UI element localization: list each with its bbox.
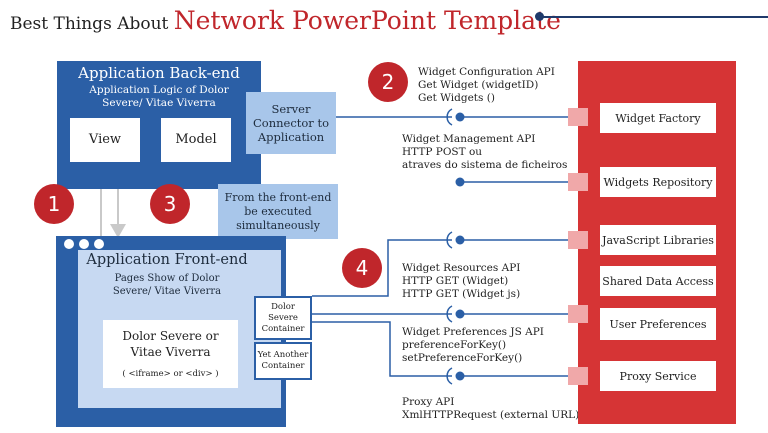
server-connector-box: Server Connector to Application (246, 92, 336, 154)
container-yet-another: Yet Another Container (254, 342, 312, 380)
port-widgets-repository (568, 173, 588, 191)
window-dot (64, 239, 74, 249)
title-main: Network PowerPoint Template (173, 6, 561, 35)
view-box: View (70, 118, 140, 162)
port-javascript-libraries (568, 231, 588, 249)
badge-2: 2 (368, 62, 408, 102)
ball-config (455, 112, 465, 122)
container-line: Container (261, 361, 305, 371)
api-title: Proxy API (402, 396, 455, 408)
link-proxy (312, 321, 452, 377)
dolor-line: Dolor Severe or (122, 329, 219, 343)
api-line: setPreferenceForKey() (402, 352, 523, 364)
api-management: Widget Management API HTTP POST ou atrav… (402, 133, 567, 172)
port-proxy-service (568, 367, 588, 385)
window-dot (94, 239, 104, 249)
api-line: HTTP POST ou (402, 146, 483, 158)
note-line: From the front-end (224, 190, 332, 204)
api-line: preferenceForKey() (402, 339, 507, 351)
container-line: Yet Another (257, 350, 309, 360)
service-javascript-libraries: JavaScript Libraries (600, 225, 716, 255)
api-line: Get Widgets () (418, 92, 495, 104)
server-line: Server (271, 102, 311, 116)
container-line: Dolor Severe (268, 301, 298, 323)
api-resources: Widget Resources API HTTP GET (Widget) H… (402, 262, 520, 301)
ball-resources (455, 235, 465, 245)
port-widget-factory (568, 108, 588, 126)
backend-subtitle-line: Severe/ Vitae Viverra (102, 97, 216, 109)
frontend-subtitle-line: Severe/ Vitae Viverra (112, 286, 222, 297)
page-title: Best Things About Network PowerPoint Tem… (10, 6, 561, 35)
ball-management (455, 177, 465, 187)
window-dot (79, 239, 89, 249)
service-proxy-service: Proxy Service (600, 361, 716, 391)
service-widgets-repository: Widgets Repository (600, 167, 716, 197)
container-line: Container (261, 323, 305, 334)
api-title: Widget Resources API (402, 262, 521, 274)
dolor-line: Vitae Viverra (130, 345, 211, 359)
api-line: HTTP GET (Widget js) (402, 288, 521, 300)
api-title: Widget Preferences JS API (402, 326, 544, 338)
note-line: simultaneously (236, 218, 320, 232)
backend-title: Application Back-end (78, 64, 240, 82)
socket-resources (446, 231, 453, 249)
backend-subtitle-line: Application Logic of Dolor (89, 84, 229, 96)
dolor-severe-box: Dolor Severe or Vitae Viverra ( <iframe>… (103, 320, 238, 388)
api-title: Widget Management API (402, 133, 536, 145)
service-user-preferences: User Preferences (600, 308, 716, 340)
socket-proxy (446, 367, 453, 385)
api-configuration: Widget Configuration API Get Widget (wid… (418, 66, 555, 105)
badge-3: 3 (150, 184, 190, 224)
api-line: XmlHTTPRequest (external URL) (402, 409, 580, 421)
frontend-title: Application Front-end (86, 252, 248, 268)
model-box: Model (161, 118, 231, 162)
title-prefix: Best Things About (10, 14, 169, 34)
api-line: HTTP GET (Widget) (402, 275, 509, 287)
simultaneous-note: From the front-end be executed simultane… (218, 184, 338, 239)
badge-4: 4 (342, 248, 382, 288)
socket-preferences (446, 305, 453, 323)
api-line: atraves do sistema de ficheiros (402, 159, 568, 171)
socket-config (446, 108, 453, 126)
api-line: Get Widget (widgetID) (418, 79, 539, 91)
badge-1: 1 (34, 184, 74, 224)
title-rule (543, 16, 768, 18)
api-proxy: Proxy API XmlHTTPRequest (external URL) (402, 396, 579, 422)
frontend-subtitle-line: Pages Show of Dolor (114, 273, 220, 284)
container-dolor-severe: Dolor Severe Container (254, 296, 312, 340)
link-resources (312, 239, 452, 297)
service-shared-data-access: Shared Data Access (600, 266, 716, 296)
server-line: Connector to (252, 116, 330, 130)
note-line: be executed (244, 204, 312, 218)
dolor-note: ( <iframe> or <div> ) (122, 369, 219, 379)
ball-proxy (455, 371, 465, 381)
frontend-subtitle: Pages Show of Dolor Severe/ Vitae Viverr… (82, 272, 252, 298)
api-title: Widget Configuration API (418, 66, 555, 78)
port-user-preferences (568, 305, 588, 323)
service-widget-factory: Widget Factory (600, 103, 716, 133)
title-dot (535, 12, 544, 21)
backend-subtitle: Application Logic of Dolor Severe/ Vitae… (57, 84, 261, 110)
server-line: Application (257, 130, 325, 144)
api-preferences: Widget Preferences JS API preferenceForK… (402, 326, 544, 365)
ball-preferences (455, 309, 465, 319)
